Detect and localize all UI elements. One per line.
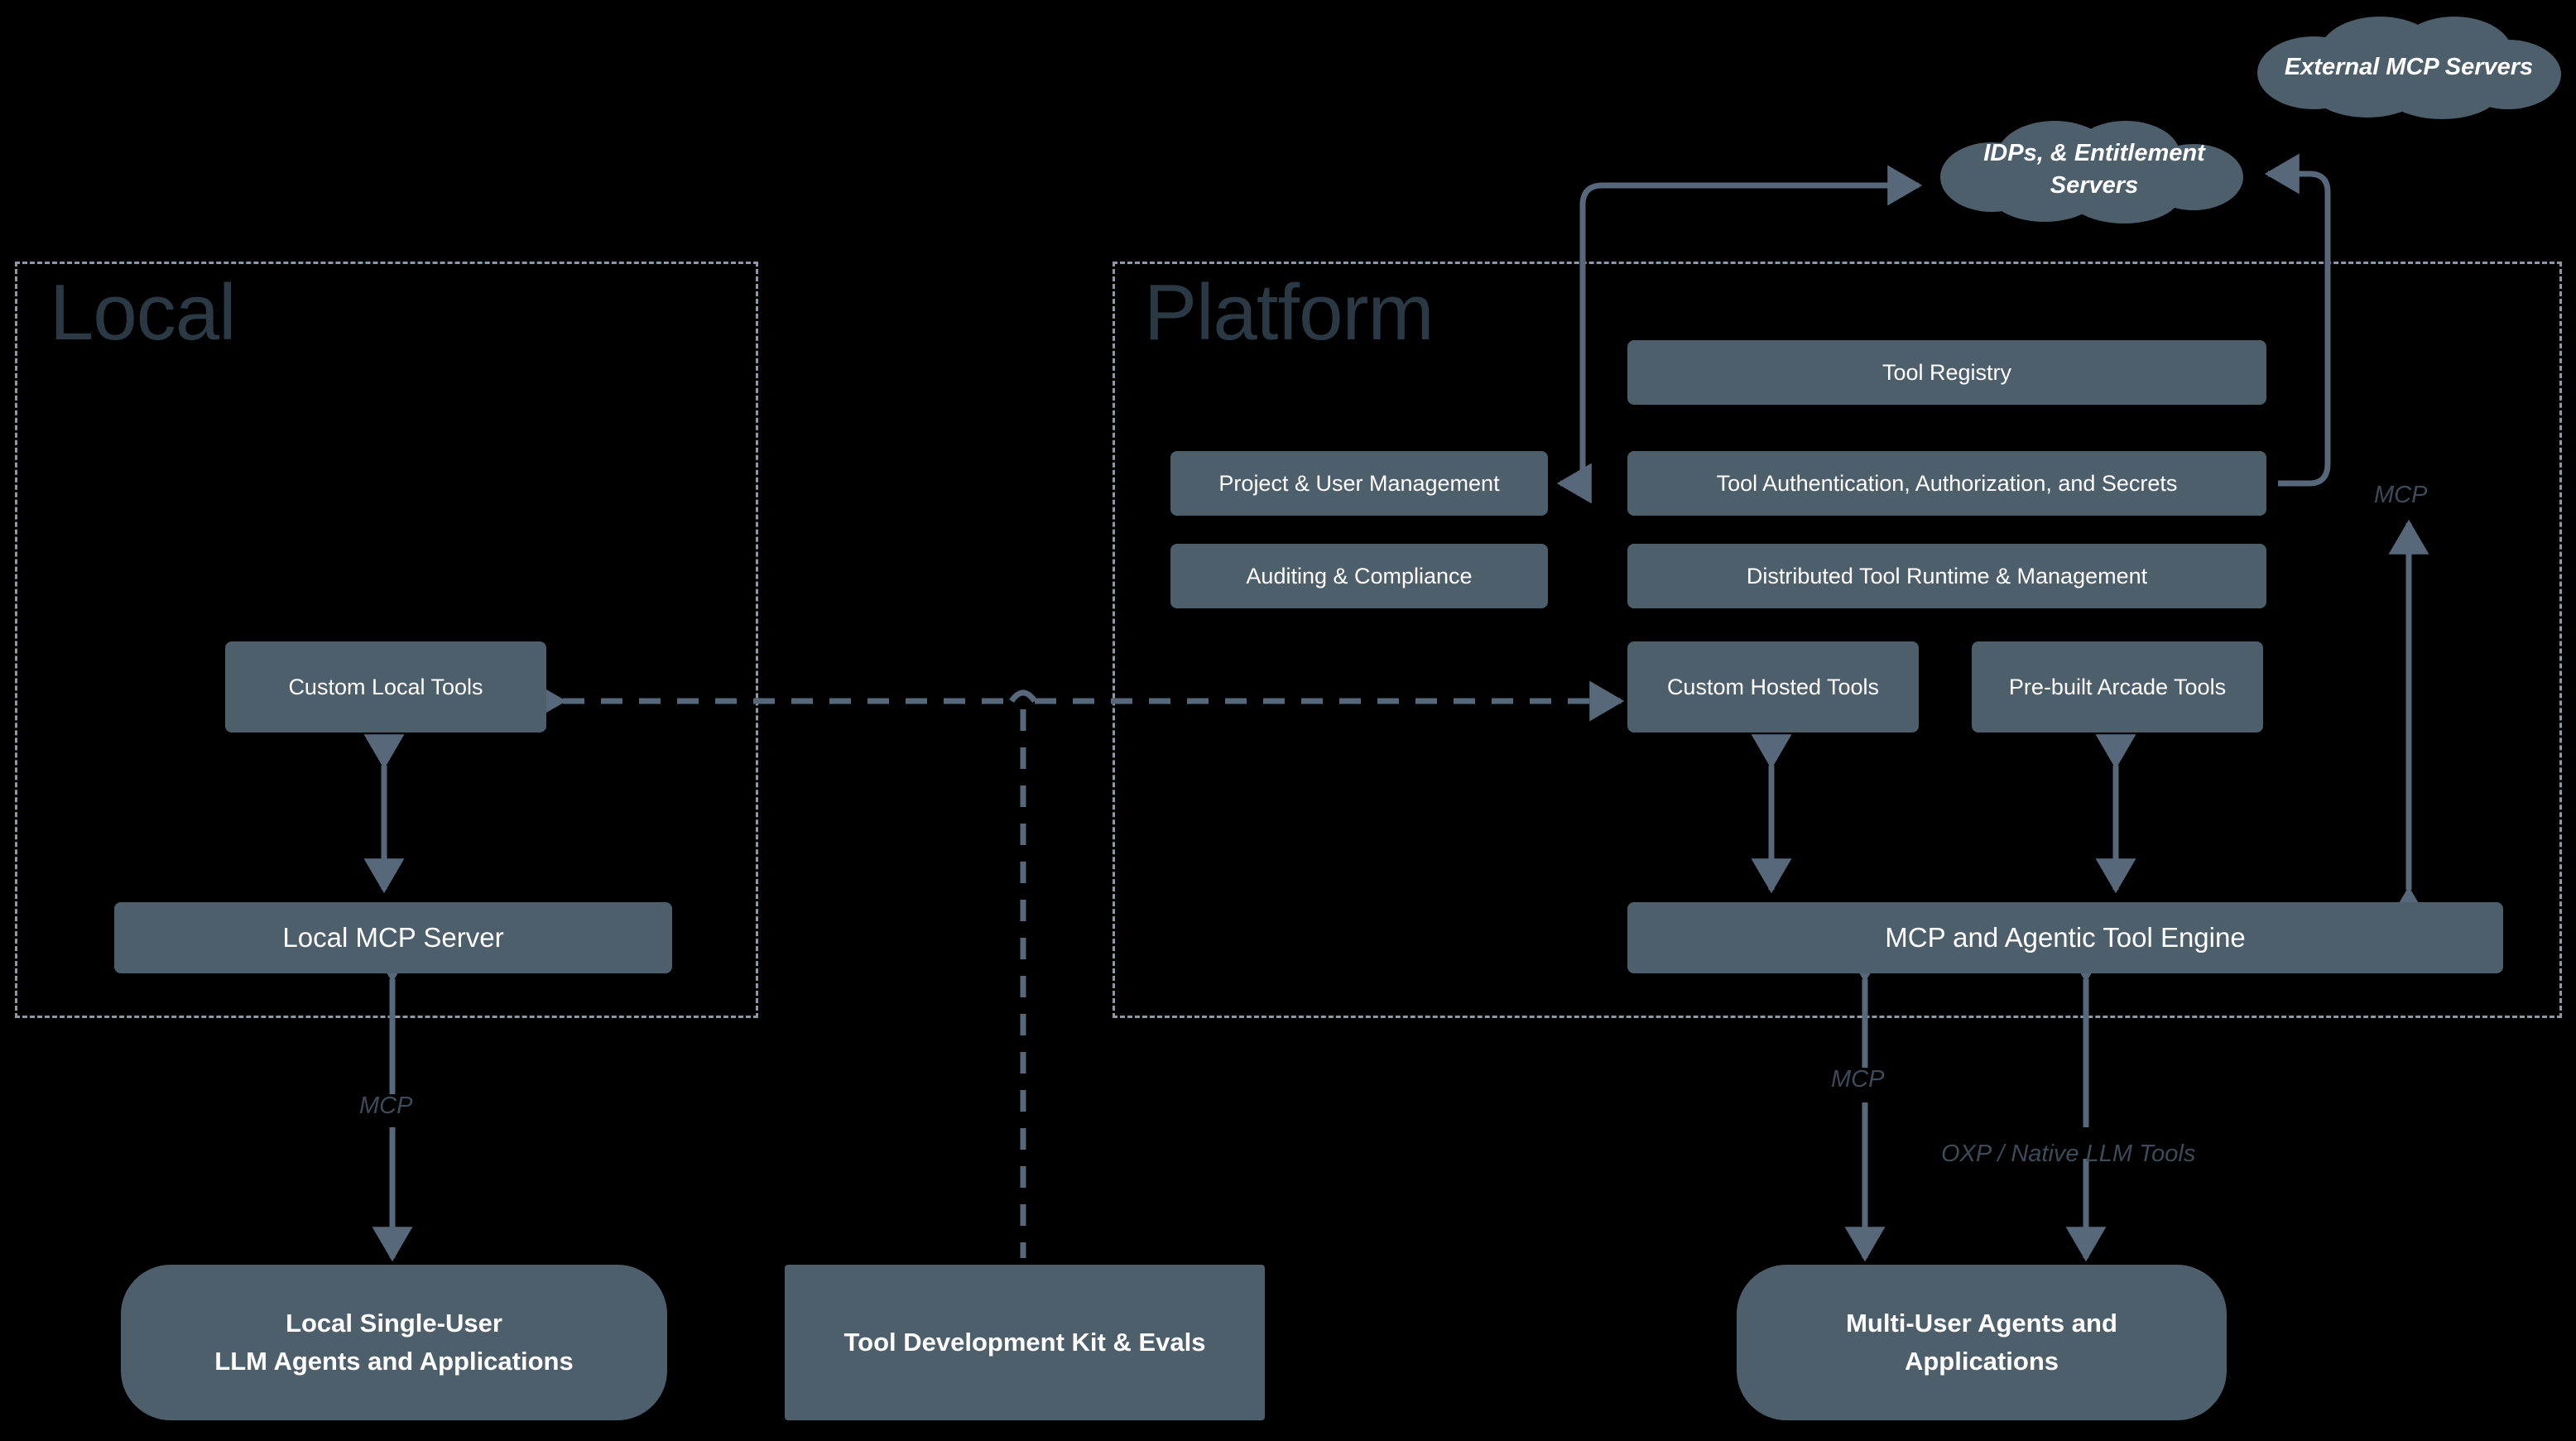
cloud-external-mcp-servers[interactable]: External MCP Servers <box>2235 17 2576 119</box>
node-prebuilt-arcade-tools[interactable]: Pre-built Arcade Tools <box>1972 641 2263 733</box>
zone-local-title: Local <box>50 268 236 357</box>
node-custom-hosted-tools[interactable]: Custom Hosted Tools <box>1627 641 1919 733</box>
zone-local <box>15 262 758 1018</box>
consumer-multi-user-agents-line2: Applications <box>1904 1347 2059 1376</box>
cloud-shape <box>2257 17 2561 119</box>
node-project-user-management[interactable]: Project & User Management <box>1170 451 1548 516</box>
node-mcp-agentic-tool-engine[interactable]: MCP and Agentic Tool Engine <box>1627 902 2503 973</box>
edge-label-mcp-external: MCP <box>2374 482 2428 508</box>
cloud-idps-entitlement-servers[interactable]: IDPs, & Entitlement Servers <box>1929 116 2260 223</box>
node-custom-local-tools[interactable]: Custom Local Tools <box>225 641 546 733</box>
consumer-local-agents-line1: Local Single-User <box>286 1308 502 1338</box>
cloud-shape <box>1940 121 2243 223</box>
consumer-multi-user-agents-line1: Multi-User Agents and <box>1846 1308 2117 1338</box>
consumer-local-agents-line2: LLM Agents and Applications <box>214 1347 574 1376</box>
node-distributed-tool-runtime[interactable]: Distributed Tool Runtime & Management <box>1627 544 2266 608</box>
consumer-local-agents[interactable]: Local Single-User LLM Agents and Applica… <box>121 1265 667 1420</box>
cloud-external-mcp-label: External MCP Servers <box>2284 54 2534 81</box>
edge-label-oxp-native-llm-tools: OXP / Native LLM Tools <box>1941 1141 2196 1167</box>
edge-label-mcp-engine-agents: MCP <box>1831 1066 1885 1093</box>
consumer-multi-user-agents[interactable]: Multi-User Agents and Applications <box>1737 1265 2227 1420</box>
node-tool-registry[interactable]: Tool Registry <box>1627 340 2266 405</box>
node-auditing-compliance[interactable]: Auditing & Compliance <box>1170 544 1548 608</box>
cloud-idps-label: IDPs, & Entitlement Servers <box>1983 139 2205 199</box>
edge-label-mcp-local: MCP <box>359 1093 413 1119</box>
node-tool-authentication[interactable]: Tool Authentication, Authorization, and … <box>1627 451 2266 516</box>
consumer-tool-development-kit[interactable]: Tool Development Kit & Evals <box>785 1265 1265 1420</box>
zone-platform-title: Platform <box>1144 268 1434 357</box>
node-local-mcp-server[interactable]: Local MCP Server <box>114 902 672 973</box>
